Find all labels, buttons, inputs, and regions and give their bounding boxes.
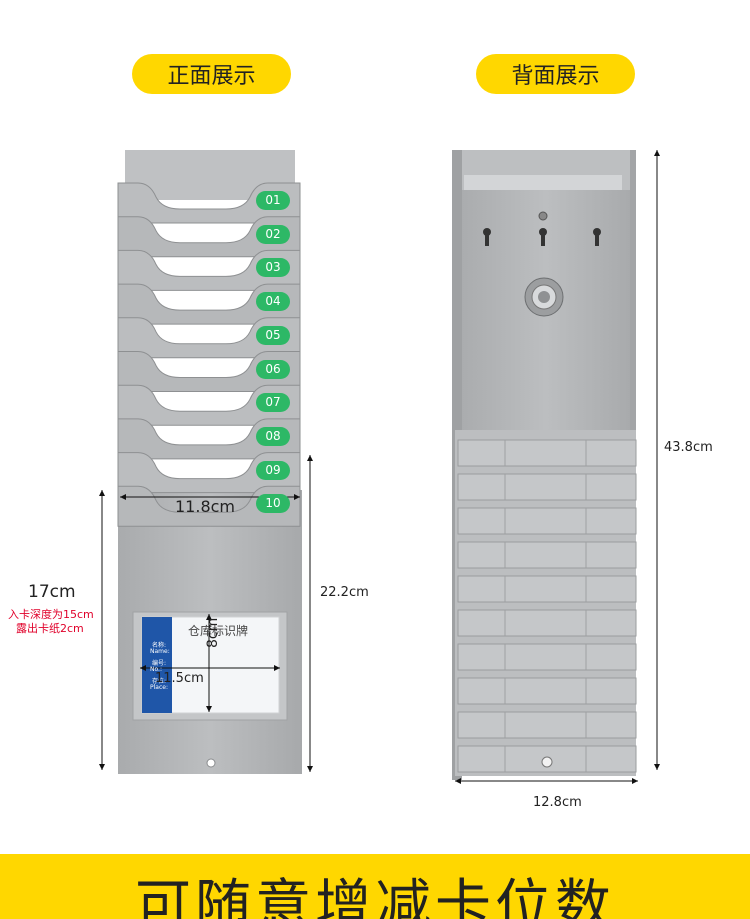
card-height-label: 8cm (205, 617, 221, 648)
front-depth-note2: 露出卡纸2cm (16, 622, 84, 635)
card-field1-en: Name: (150, 648, 170, 655)
front-depth-note1: 入卡深度为15cm (8, 608, 94, 621)
back-row-1 (457, 439, 637, 467)
back-row-7 (457, 643, 637, 671)
pocket-10 (117, 485, 301, 527)
back-row-3 (457, 507, 637, 535)
front-view-label: 正面展示 (132, 54, 291, 94)
slot-badge-08: 08 (256, 426, 290, 446)
front-width-label: 11.8cm (175, 497, 236, 516)
back-width-label: 12.8cm (533, 795, 582, 810)
card-field2-en: No.: (150, 666, 162, 673)
slot-badge-03: 03 (256, 258, 290, 278)
slot-badge-04: 04 (256, 292, 290, 312)
card-field2: 编号: (152, 660, 167, 667)
card-width-label: 11.5cm (155, 671, 204, 686)
slot-badge-06: 06 (256, 359, 290, 379)
pocket-01 (117, 182, 301, 224)
slot-badge-02: 02 (256, 224, 290, 244)
back-hang-hole (541, 756, 553, 768)
front-depth-label: 17cm (28, 582, 76, 602)
pocket-09 (117, 452, 301, 494)
card-blue-strip (142, 617, 172, 713)
back-rows (457, 439, 637, 773)
slot-badge-07: 07 (256, 393, 290, 413)
pocket-03 (117, 249, 301, 291)
card-field3-en: Place: (150, 684, 168, 691)
back-row-6 (457, 609, 637, 637)
back-height-label: 43.8cm (664, 440, 713, 455)
back-row-9 (457, 711, 637, 739)
card-field3: 存位: (152, 678, 167, 685)
back-row-2 (457, 473, 637, 501)
bottom-banner: 可随意增减卡位数 (0, 854, 750, 919)
pocket-08 (117, 418, 301, 460)
card-title: 仓库标识牌 (188, 624, 249, 638)
slot-badge-09: 09 (256, 460, 290, 480)
back-row-5 (457, 575, 637, 603)
slot-badge-01: 01 (256, 191, 290, 210)
pocket-07 (117, 384, 301, 426)
front-pockets (117, 182, 301, 527)
pocket-06 (117, 351, 301, 392)
card-field1: 名称: (152, 642, 167, 649)
back-row-4 (457, 541, 637, 569)
pocket-05 (117, 317, 301, 359)
pocket-04 (117, 283, 301, 325)
front-height-label: 22.2cm (320, 585, 369, 600)
slot-badge-10: 10 (256, 494, 290, 514)
banner-text: 可随意增减卡位数 (135, 874, 615, 919)
front-hang-hole (206, 758, 216, 768)
back-view-label: 背面展示 (476, 54, 635, 94)
slot-badge-05: 05 (256, 325, 290, 345)
back-row-8 (457, 677, 637, 705)
pocket-02 (117, 216, 301, 258)
